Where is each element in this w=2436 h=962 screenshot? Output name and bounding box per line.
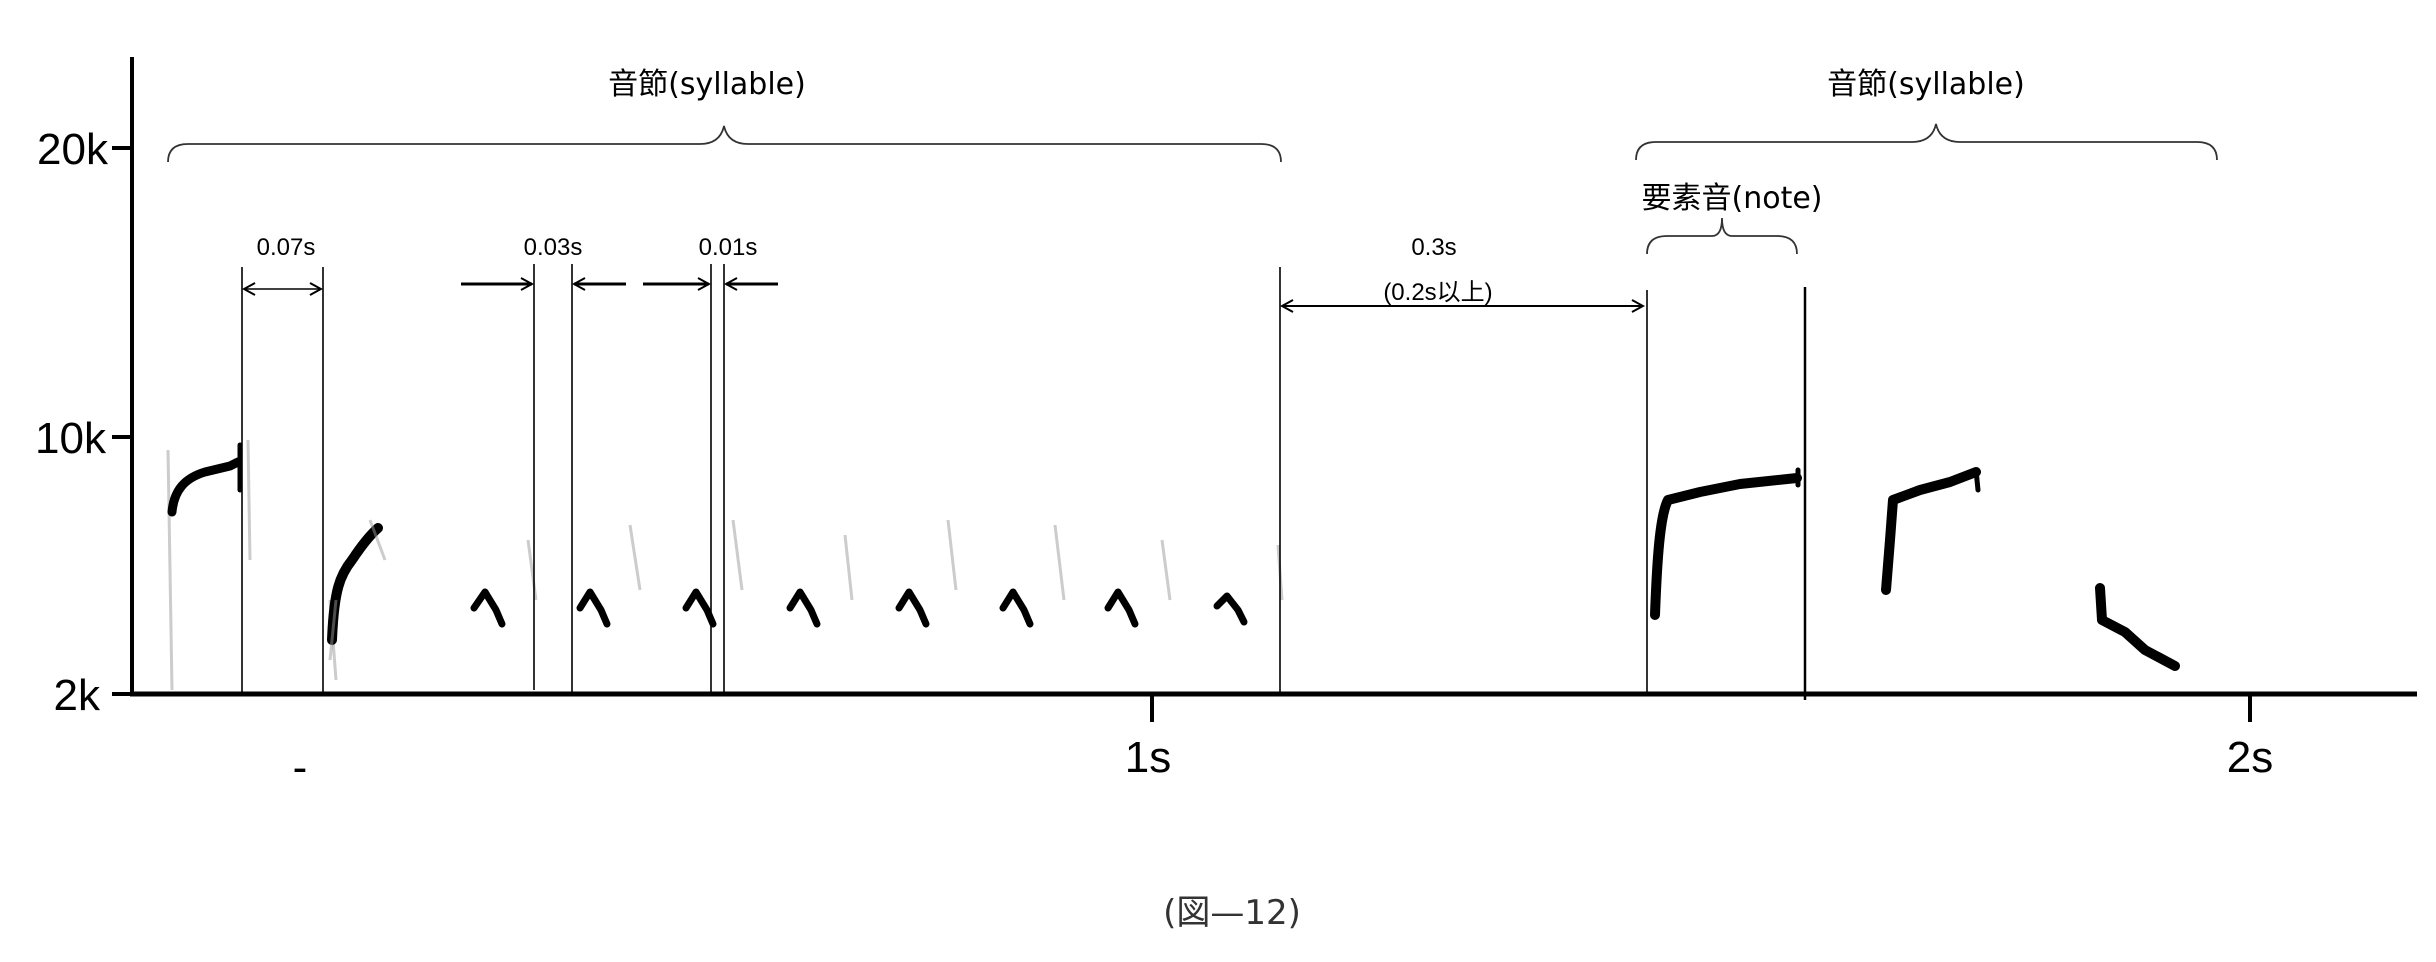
x-minor-label: - <box>293 743 308 792</box>
note-brace <box>1646 217 1798 255</box>
interval-annotations: 0.07s 0.03s 0.01s 0.3s (0.2s以上) <box>244 234 1643 306</box>
note-label: 要素音(note) <box>1642 181 1823 216</box>
syllable-label-2: 音節(syllable) <box>1827 67 2025 102</box>
chevron-notes <box>470 519 1284 628</box>
boundary-lines <box>241 264 1807 700</box>
gap-label-007: 0.07s <box>257 234 316 261</box>
gap-label-03-note: (0.2s以上) <box>1383 279 1492 306</box>
x-tick-label-1s: 1s <box>1125 733 1171 782</box>
gap-label-03: 0.3s <box>1411 234 1456 261</box>
gap-label-003: 0.03s <box>524 234 583 261</box>
y-tick-label-20k: 20k <box>37 125 109 174</box>
x-tick-label-2s: 2s <box>2227 733 2273 782</box>
syllable-brace-1 <box>167 125 1282 163</box>
spectrogram-traces <box>166 439 2180 691</box>
y-tick-label-10k: 10k <box>35 414 107 463</box>
y-tick-label-2k: 2k <box>54 671 101 720</box>
gap-label-001: 0.01s <box>699 234 758 261</box>
axes: 20k 10k 2k 1s 2s - <box>35 57 2417 792</box>
figure-caption: (図—12) <box>1163 893 1301 933</box>
syllable-label-1: 音節(syllable) <box>608 67 806 102</box>
syllable-brace-2 <box>1635 123 2218 161</box>
